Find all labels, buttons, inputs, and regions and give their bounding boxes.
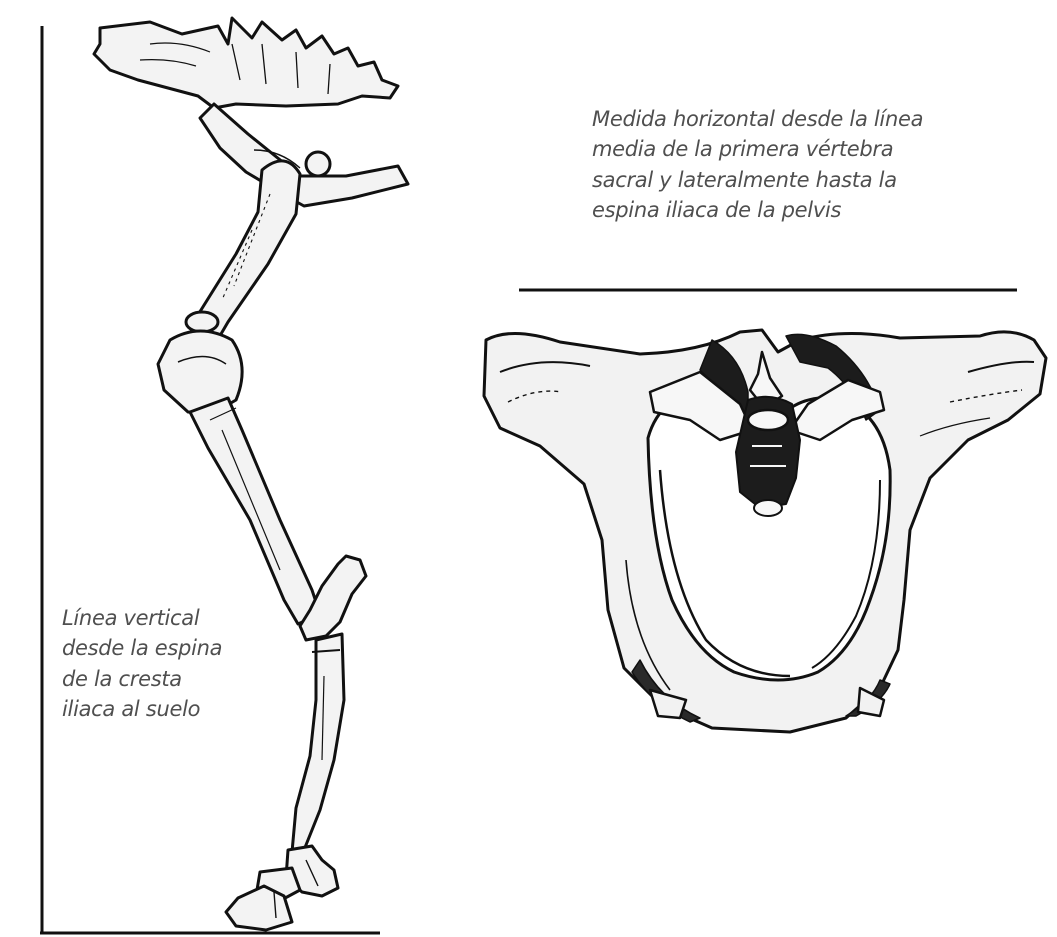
pelvis-cranial-view xyxy=(484,330,1046,732)
caption-horizontal-line-2: media de la primera vértebra xyxy=(592,134,923,164)
metatarsus xyxy=(292,634,344,852)
caption-vertical-line-2: desde la espina xyxy=(62,633,222,663)
caption-horizontal-measure: Medida horizontal desde la línea media d… xyxy=(592,104,923,226)
vertebral-body xyxy=(748,410,788,430)
femur xyxy=(186,161,300,346)
caption-vertical-line-4: iliaca al suelo xyxy=(62,694,222,724)
pelvis-sacrum-lateral xyxy=(94,18,408,206)
paw xyxy=(226,846,338,930)
caption-vertical-measure: Línea vertical desde la espina de la cre… xyxy=(62,603,222,725)
caption-horizontal-line-1: Medida horizontal desde la línea xyxy=(592,104,923,134)
caption-vertical-line-1: Línea vertical xyxy=(62,603,222,633)
caption-vertical-line-3: de la cresta xyxy=(62,664,222,694)
hind-limb-skeleton xyxy=(94,18,408,930)
caption-horizontal-line-3: sacral y lateralmente hasta la xyxy=(592,165,923,195)
caption-horizontal-line-4: espina iliaca de la pelvis xyxy=(592,195,923,225)
tibia xyxy=(190,398,320,624)
